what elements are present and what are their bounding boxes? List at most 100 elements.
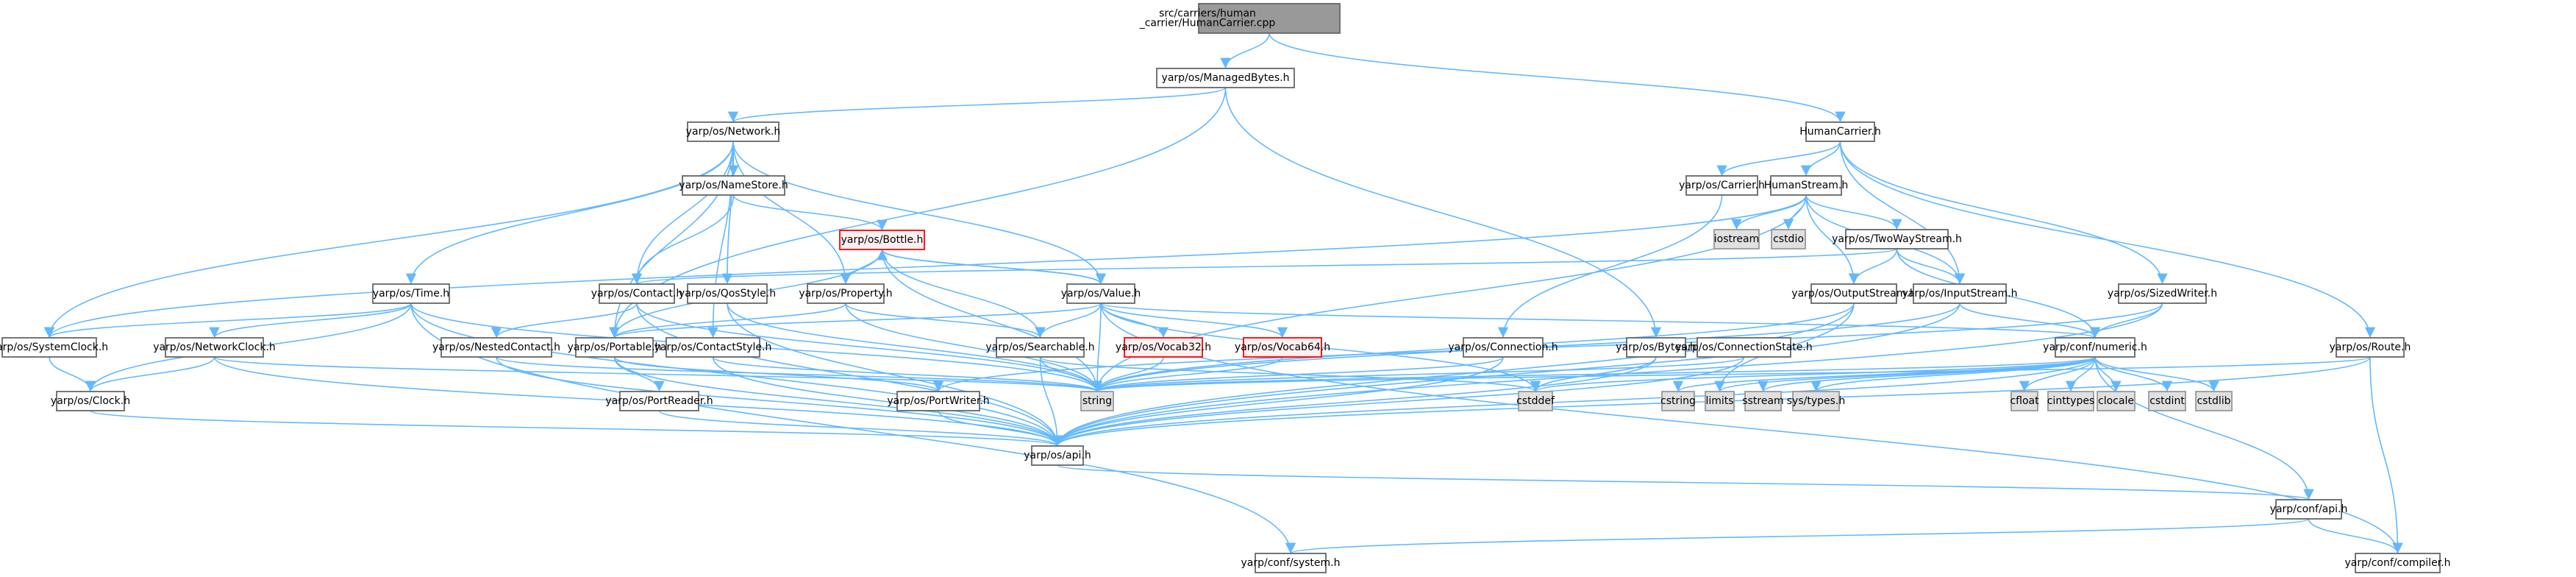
edge-nestedcontact-to-string — [496, 356, 1102, 392]
node-contactstyle[interactable]: yarp/os/ContactStyle.h — [654, 337, 772, 358]
node-portwriter[interactable]: yarp/os/PortWriter.h — [887, 391, 990, 411]
node-carrier[interactable]: yarp/os/Carrier.h — [1679, 175, 1765, 196]
edge-vocab64-to-string — [1091, 356, 1283, 392]
node-box — [440, 337, 552, 358]
node-box — [687, 283, 768, 304]
node-network[interactable]: yarp/os/Network.h — [686, 121, 781, 142]
node-portable[interactable]: yarp/os/Portable.h — [568, 337, 662, 358]
node-value[interactable]: yarp/os/Value.h — [1061, 283, 1141, 304]
node-label: yarp/os/SizedWriter.h — [2108, 288, 2217, 300]
edge-managedbytes-to-bytes — [1224, 87, 1662, 339]
node-clock[interactable]: yarp/os/Clock.h — [51, 391, 130, 411]
node-label: yarp/os/Property.h — [799, 288, 892, 300]
edge-value-to-numeric — [1100, 302, 2100, 339]
node-box — [1771, 229, 1806, 249]
edge-humancarrier-to-route — [1839, 141, 2376, 339]
edge-property-to-searchable — [845, 302, 1046, 339]
edge-numeric-to-confapi — [2094, 356, 2314, 500]
node-vocab32[interactable]: yarp/os/Vocab32.h — [1116, 337, 1211, 358]
node-outputstream[interactable]: yarp/os/OutputStream.h — [1791, 283, 1916, 304]
node-property[interactable]: yarp/os/Property.h — [799, 283, 893, 304]
node-label: iostream — [1714, 233, 1760, 245]
node-box — [1243, 337, 1322, 358]
node-label: yarp/os/api.h — [1024, 450, 1091, 461]
node-limits: limits — [1705, 391, 1735, 411]
node-box — [1685, 175, 1758, 196]
edge-portable-to-portwriter — [613, 356, 943, 392]
node-label: _carrier/HumanCarrier.cpp — [1139, 18, 1276, 29]
edge-time-to-systemclock — [44, 302, 412, 339]
node-confapi[interactable]: yarp/conf/api.h — [2270, 499, 2348, 520]
node-networkclock[interactable]: yarp/os/NetworkClock.h — [153, 337, 276, 358]
node-box — [1661, 391, 1695, 411]
edge-humanstream-to-outputstream — [1805, 194, 1860, 285]
edge-twowaystream-to-inputstream — [1896, 248, 1966, 285]
node-box — [1066, 283, 1135, 304]
node-humancarrier[interactable]: HumanCarrier.h — [1799, 121, 1881, 142]
node-box — [839, 230, 925, 250]
edge-contactstyle-to-osapi — [712, 356, 1063, 447]
node-portreader[interactable]: yarp/os/PortReader.h — [605, 391, 713, 411]
node-label: HumanCarrier.h — [1799, 126, 1880, 138]
edge-searchable-to-osapi — [1039, 356, 1063, 447]
node-osapi[interactable]: yarp/os/api.h — [1024, 445, 1091, 466]
edge-connectionstate-to-string — [1092, 356, 1745, 392]
node-contact[interactable]: yarp/os/Contact.h — [591, 283, 683, 304]
node-label: cstdio — [1773, 233, 1804, 245]
edge-value-to-searchable — [1035, 302, 1102, 339]
node-label: yarp/os/Network.h — [686, 126, 781, 138]
node-box — [1124, 337, 1203, 358]
node-humanstream[interactable]: HumanStream.h — [1764, 175, 1848, 196]
edge-connection-to-string — [1092, 356, 1504, 392]
node-twowaystream[interactable]: yarp/os/TwoWayStream.h — [1832, 229, 1962, 249]
node-box — [372, 283, 450, 304]
edge-bottle-to-searchable — [881, 249, 1046, 339]
edge-osapi-to-confapi — [1057, 464, 2313, 500]
edge-namestore-to-bottle — [732, 194, 888, 231]
node-box — [1696, 337, 1791, 358]
node-box — [666, 337, 760, 358]
node-label: cstring — [1660, 395, 1696, 407]
node-systemclock[interactable]: yarp/os/SystemClock.h — [0, 337, 108, 358]
node-connectionstate[interactable]: yarp/os/ConnectionState.h — [1675, 337, 1813, 358]
edge-systemclock-to-clock — [49, 356, 96, 392]
edge-property-to-string — [845, 302, 1103, 392]
edge-numeric-to-cinttypes — [2065, 356, 2096, 392]
node-box — [1810, 283, 1897, 304]
node-connection[interactable]: yarp/os/Connection.h — [1448, 337, 1558, 358]
node-inputstream[interactable]: yarp/os/InputStream.h — [1902, 283, 2018, 304]
node-label: string — [1082, 395, 1112, 407]
node-sizedwriter[interactable]: yarp/os/SizedWriter.h — [2108, 283, 2217, 304]
edge-humancarrier-to-sizedwriter — [1839, 141, 2168, 285]
node-label: yarp/os/PortWriter.h — [887, 395, 989, 407]
node-numeric[interactable]: yarp/conf/numeric.h — [2043, 337, 2147, 358]
node-namestore[interactable]: yarp/os/NameStore.h — [679, 175, 788, 196]
node-nestedcontact[interactable]: yarp/os/NestedContact.h — [432, 337, 560, 358]
edge-route-to-string — [1092, 356, 2371, 392]
node-bottle[interactable]: yarp/os/Bottle.h — [839, 230, 925, 250]
node-qosstyle[interactable]: yarp/os/QosStyle.h — [679, 283, 776, 304]
edge-value-to-bottle — [877, 249, 1102, 285]
node-bytes[interactable]: yarp/os/Bytes.h — [1616, 337, 1696, 358]
node-root[interactable]: src/carriers/human_carrier/HumanCarrier.… — [1139, 3, 1341, 34]
node-route[interactable]: yarp/os/Route.h — [2330, 337, 2411, 358]
node-label: sys/types.h — [1787, 395, 1845, 407]
edge-route-to-compiler — [2369, 356, 2403, 554]
node-label: yarp/os/Searchable.h — [985, 341, 1094, 353]
node-clocale: clocale — [2097, 391, 2136, 411]
node-time[interactable]: yarp/os/Time.h — [372, 283, 450, 304]
node-label: yarp/conf/numeric.h — [2043, 341, 2147, 353]
node-compiler[interactable]: yarp/conf/compiler.h — [2345, 553, 2451, 573]
edge-sizedwriter-to-numeric — [2089, 302, 2163, 339]
node-label: yarp/os/Portable.h — [568, 341, 662, 353]
node-searchable[interactable]: yarp/os/Searchable.h — [985, 337, 1095, 358]
node-vocab64[interactable]: yarp/os/Vocab64.h — [1235, 337, 1330, 358]
node-box — [1713, 229, 1760, 249]
edge-value-to-string — [1091, 302, 1103, 392]
node-label: yarp/os/Value.h — [1061, 288, 1141, 300]
node-managedbytes[interactable]: yarp/os/ManagedBytes.h — [1156, 68, 1295, 88]
node-sstream: sstream — [1742, 391, 1784, 411]
node-box — [807, 283, 885, 304]
node-system[interactable]: yarp/conf/system.h — [1241, 553, 1341, 573]
